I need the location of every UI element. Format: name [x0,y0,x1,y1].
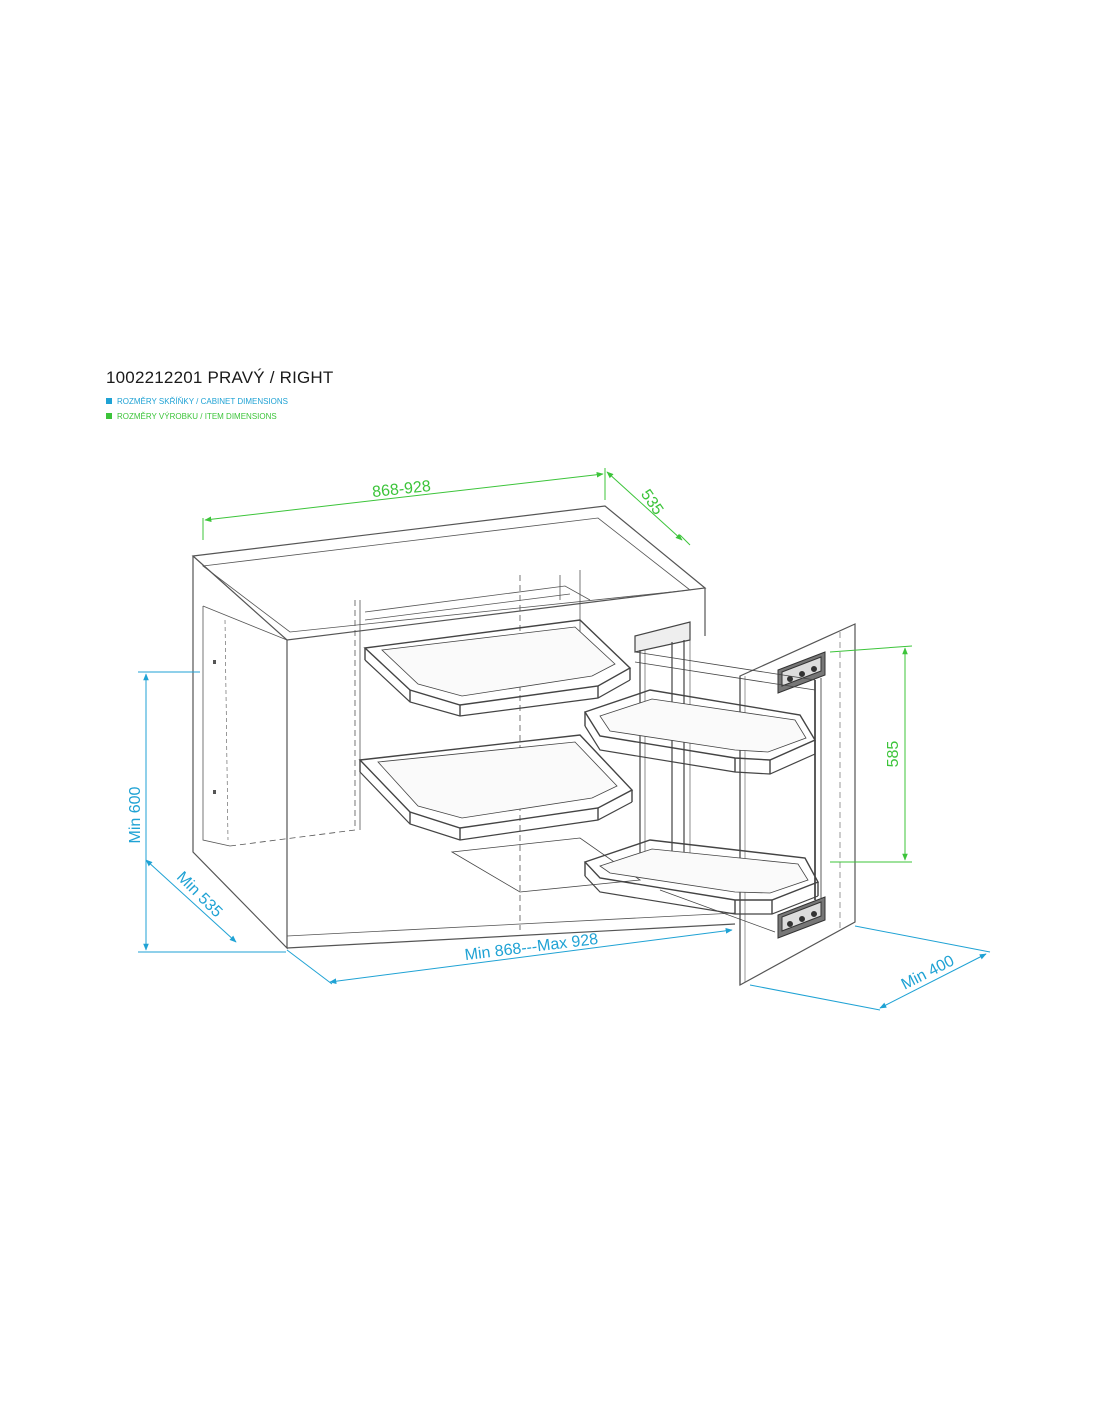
legend-cabinet-swatch [106,398,112,404]
item-width-label: 868-928 [371,478,431,501]
item-height-label: 585 [885,741,902,768]
legend-item-swatch [106,413,112,419]
product-title: 1002212201 PRAVÝ / RIGHT [106,368,334,387]
door-mount-brackets [777,651,826,939]
cabinet-dimension-lines [138,671,991,1011]
rear-basket-top [363,619,632,717]
legend-cabinet-dimensions: ROZMĚRY SKŘÍŇKY / CABINET DIMENSIONS [106,397,288,406]
rear-basket-bottom [358,734,642,893]
cabinet-height-label: Min 600 [127,786,144,843]
legend-item-dimensions: ROZMĚRY VÝROBKU / ITEM DIMENSIONS [106,412,277,421]
legend-cabinet-label: ROZMĚRY SKŘÍŇKY / CABINET DIMENSIONS [117,397,288,406]
front-basket-bottom [583,839,819,915]
front-basket-top [583,689,817,775]
cabinet-width-label: Min 868---Max 928 [464,931,599,964]
pull-out-frame [634,621,816,933]
cabinet-outline [191,505,736,950]
item-depth-label: 535 [637,487,666,519]
legend-item-label: ROZMĚRY VÝROBKU / ITEM DIMENSIONS [117,412,277,421]
item-dimension-lines [202,468,913,863]
